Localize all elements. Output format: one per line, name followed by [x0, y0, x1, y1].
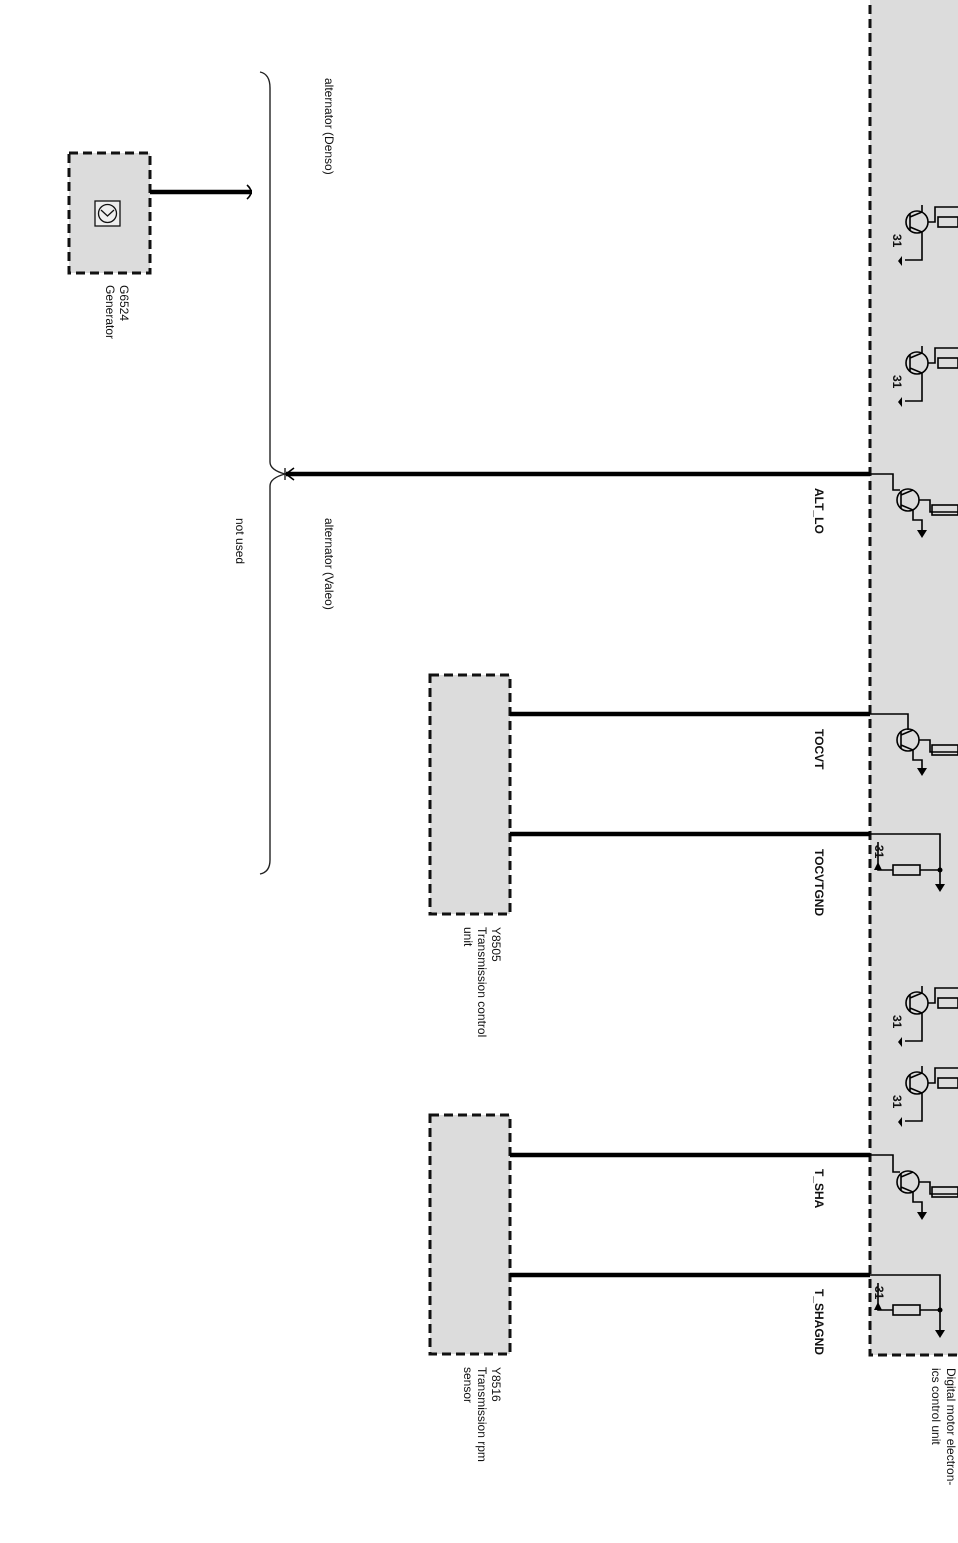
dme-resistor-t-shagnd: [870, 1274, 945, 1338]
generator-name: Generator: [103, 285, 117, 339]
transmission-rpm-sensor-box: [428, 1113, 512, 1356]
annotation-denso: alternator (Denso): [322, 78, 336, 175]
dme-transistor-stage-1: [898, 205, 958, 266]
dme-transistor-tocvt: [870, 713, 958, 776]
signal-label-tocvt: TOCVT: [812, 729, 826, 770]
signal-label-t-shagnd: T_SHAGND: [812, 1289, 826, 1355]
rpm-sensor-name-2: sensor: [461, 1367, 475, 1403]
generator-wire-arrow-icon: [246, 184, 252, 200]
ground-31-stage-4: 31: [890, 1095, 904, 1109]
alternative-brace: [259, 71, 288, 875]
ground-31-stage-2: 31: [890, 375, 904, 389]
annotation-not-used: not used: [233, 518, 247, 564]
generator-code: G6524: [117, 285, 131, 321]
rpm-sensor-name: Transmission rpm: [475, 1367, 489, 1462]
dme-transistor-stage-3: [898, 986, 958, 1047]
signal-label-t-sha: T_SHA: [812, 1169, 826, 1209]
dme-transistor-t-sha: [870, 1154, 958, 1220]
ground-31-stage-3: 31: [890, 1015, 904, 1029]
dme-label-line1: Digital motor electron-: [944, 1368, 958, 1485]
dme-transistor-stage-4: [898, 1066, 958, 1127]
signal-label-alt-lo: ALT_LO: [812, 488, 826, 534]
ground-31-stage-1: 31: [890, 234, 904, 248]
tcu-code: Y8505: [489, 927, 503, 962]
annotation-valeo: alternator (Valeo): [322, 518, 336, 610]
dme-label-line2: ics control unit: [929, 1368, 943, 1445]
ground-31-t-shagnd: 31: [872, 1286, 886, 1300]
signal-label-tocvtgnd: TOCVTGND: [812, 849, 826, 916]
dme-transistor-alt-lo: [870, 473, 958, 538]
dme-resistor-tocvtgnd: [870, 833, 945, 892]
dme-control-unit-box: [868, 0, 958, 1357]
rpm-sensor-code: Y8516: [489, 1367, 503, 1402]
dme-transistor-stage-2: [898, 346, 958, 407]
tcu-name-2: unit: [461, 927, 475, 947]
transmission-control-unit-box: [428, 673, 512, 916]
tcu-name: Transmission control: [475, 927, 489, 1037]
wire-alt-lo-arrow-icon: [284, 467, 295, 481]
ground-31-tocvtgnd: 31: [872, 845, 886, 859]
generator-symbol-icon: [94, 200, 121, 227]
